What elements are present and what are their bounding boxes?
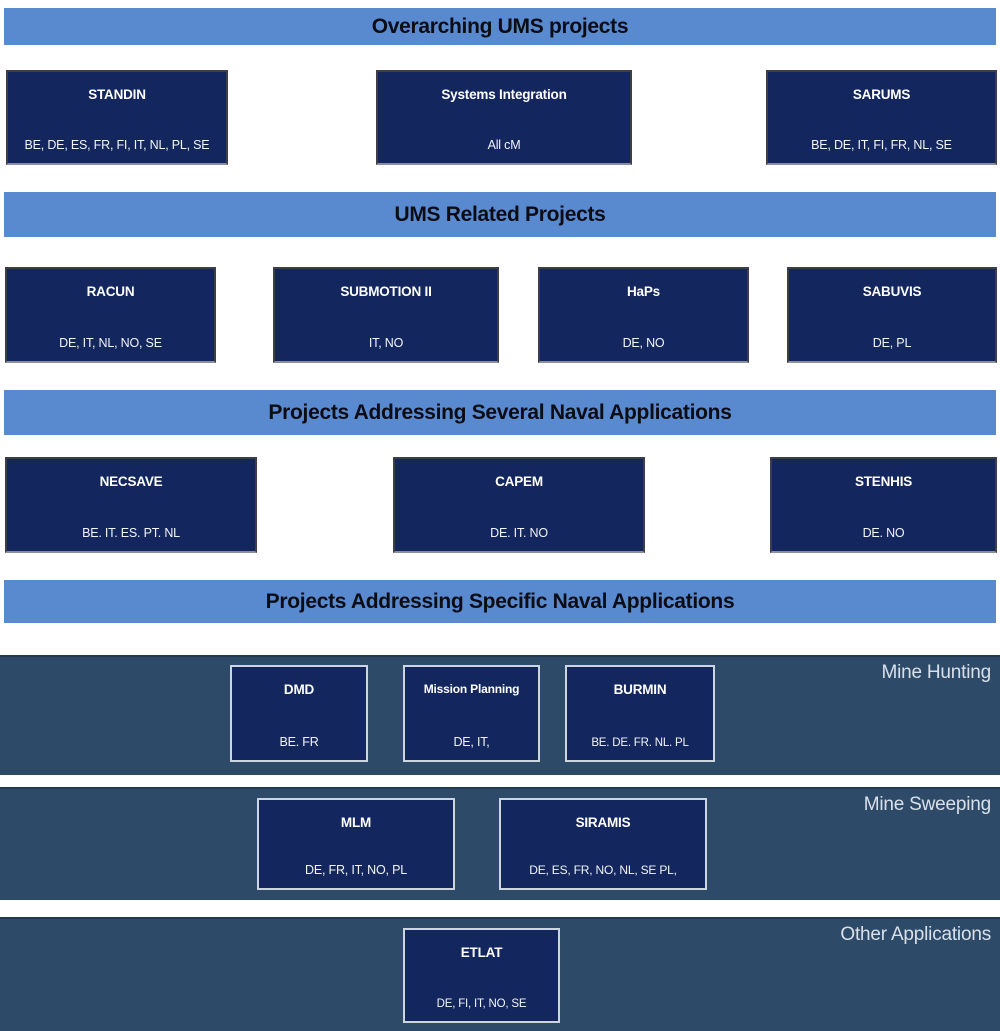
project-participants: BE. DE. FR. NL. PL [591,737,689,749]
project-box-haps: HaPs DE, NO [538,267,749,363]
project-box-sabuvis: SABUVIS DE, PL [787,267,997,363]
project-participants: DE, ES, FR, NO, NL, SE PL, [529,863,677,877]
project-title: NECSAVE [99,474,163,489]
category-band-label: Mine Hunting [881,662,991,683]
project-box-burmin: BURMIN BE. DE. FR. NL. PL [565,665,715,762]
project-title: RACUN [86,284,135,299]
project-box-sarums: SARUMS BE, DE, IT, FI, FR, NL, SE [766,70,997,165]
project-participants: IT, NO [368,336,404,350]
project-title: SUBMOTION II [340,284,432,299]
project-box-mlm: MLM DE, FR, IT, NO, PL [257,798,455,890]
project-box-stenhis: STENHIS DE. NO [770,457,997,553]
project-title: ETLAT [460,945,503,960]
project-box-dmd: DMD BE. FR [230,665,368,762]
project-title: STANDIN [88,87,146,102]
project-participants: DE, NO [622,336,665,350]
section-banner-several-naval: Projects Addressing Several Naval Applic… [4,390,996,435]
project-box-submotion-ii: SUBMOTION II IT, NO [273,267,499,363]
project-participants: BE, DE, IT, FI, FR, NL, SE [811,138,952,152]
project-box-etlat: ETLAT DE, FI, IT, NO, SE [403,928,560,1023]
section-banner-label: Overarching UMS projects [371,14,629,38]
project-title: SARUMS [852,87,911,102]
project-title: SABUVIS [862,284,922,299]
project-participants: BE. FR [279,735,319,749]
section-banner-label: UMS Related Projects [394,202,606,226]
project-box-mission-planning: Mission Planning DE, IT, [403,665,540,762]
project-box-systems-integration: Systems Integration All cM [376,70,632,165]
project-title: Mission Planning [423,682,520,696]
project-title: CAPEM [495,474,543,489]
project-participants: DE, FI, IT, NO, SE [436,998,527,1010]
category-band-label: Other Applications [840,924,991,945]
category-band-label: Mine Sweeping [863,794,992,815]
project-participants: DE, IT, [453,735,490,749]
project-participants: DE, IT, NL, NO, SE [59,336,162,350]
project-title: BURMIN [613,682,667,697]
project-participants: DE, FR, IT, NO, PL [305,863,407,877]
project-title: STENHIS [854,474,913,489]
project-participants: DE. NO [862,526,905,540]
project-title: Systems Integration [441,87,567,102]
project-box-racun: RACUN DE, IT, NL, NO, SE [5,267,216,363]
project-box-standin: STANDIN BE, DE, ES, FR, FI, IT, NL, PL, … [6,70,228,165]
project-participants: All cM [487,138,521,152]
project-box-necsave: NECSAVE BE. IT. ES. PT. NL [5,457,257,553]
project-title: DMD [283,682,315,697]
section-banner-overarching: Overarching UMS projects [4,8,996,45]
section-banner-specific-naval: Projects Addressing Specific Naval Appli… [4,580,996,623]
section-banner-label: Projects Addressing Several Naval Applic… [268,400,732,424]
project-box-siramis: SIRAMIS DE, ES, FR, NO, NL, SE PL, [499,798,707,890]
project-participants: DE, PL [872,336,912,350]
project-participants: BE, DE, ES, FR, FI, IT, NL, PL, SE [24,138,210,152]
project-box-capem: CAPEM DE. IT. NO [393,457,645,553]
project-title: MLM [340,815,372,830]
section-banner-label: Projects Addressing Specific Naval Appli… [265,589,735,613]
section-banner-related: UMS Related Projects [4,192,996,237]
project-title: SIRAMIS [575,815,631,830]
project-title: HaPs [627,284,660,299]
project-participants: BE. IT. ES. PT. NL [82,526,180,540]
project-participants: DE. IT. NO [490,526,548,540]
